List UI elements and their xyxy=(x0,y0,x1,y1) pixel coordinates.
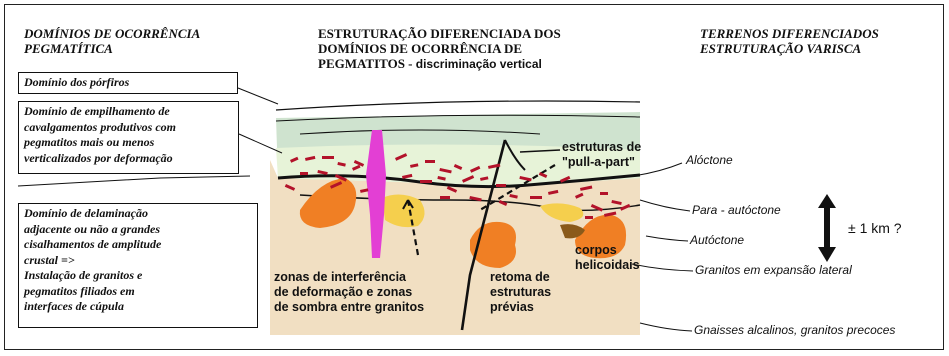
fault-branch xyxy=(504,139,526,171)
red-dash xyxy=(453,163,463,170)
red-dash xyxy=(548,189,559,195)
red-dash xyxy=(337,162,346,167)
red-dash xyxy=(611,200,622,206)
red-dash xyxy=(498,199,508,206)
red-dash xyxy=(353,160,365,167)
red-dash xyxy=(352,164,361,171)
terrain-para-autoctone: Para - autóctone xyxy=(692,203,781,217)
red-dash xyxy=(580,185,593,191)
third-line xyxy=(299,129,541,135)
orange-granite-right xyxy=(575,214,627,259)
red-dash xyxy=(305,155,316,161)
terrain-granitos: Granitos em expansão lateral xyxy=(695,263,852,277)
red-dash xyxy=(574,192,584,199)
scale-label: ± 1 km ? xyxy=(848,220,902,236)
terrain-gnaisses: Gnaisses alcalinos, granitos precoces xyxy=(694,323,896,337)
connector-porfiros xyxy=(237,87,279,105)
red-dash xyxy=(322,156,334,159)
yellow-body xyxy=(382,194,425,228)
red-dash xyxy=(330,181,343,189)
red-dash xyxy=(317,170,328,176)
lower-line xyxy=(299,194,641,212)
connector-aloctone xyxy=(632,162,683,177)
red-dash xyxy=(469,196,482,202)
red-dash xyxy=(469,165,481,173)
interference-arrowhead xyxy=(402,199,414,210)
red-dash xyxy=(439,168,452,174)
connector-granitos xyxy=(631,263,694,272)
orange-granite-left xyxy=(299,178,357,228)
red-dash xyxy=(410,163,419,168)
red-dash xyxy=(620,203,631,211)
terrain-autoctone: Autóctone xyxy=(690,233,745,247)
red-dash xyxy=(590,204,603,212)
red-dash xyxy=(530,196,542,199)
terrain-aloctone: Alóctone xyxy=(686,153,733,167)
red-dash xyxy=(461,175,475,183)
fault-line xyxy=(460,139,507,331)
red-dash xyxy=(395,153,408,161)
red-dash xyxy=(284,184,296,191)
red-dash xyxy=(420,180,432,183)
pull-apart-pointer xyxy=(519,149,561,153)
red-dash xyxy=(600,192,608,195)
red-dash xyxy=(603,211,617,217)
connector-gnaisses xyxy=(639,322,693,332)
red-dash xyxy=(585,216,593,219)
red-dash xyxy=(359,188,369,193)
red-dash xyxy=(425,160,435,163)
red-dash xyxy=(440,196,450,199)
red-dash xyxy=(300,172,308,175)
figure-frame xyxy=(4,4,944,350)
annotation-pull-apart: estruturas de"pull-a-part" xyxy=(562,140,642,169)
red-dash xyxy=(488,163,501,169)
red-dash xyxy=(290,156,299,163)
connector-autoctone xyxy=(645,235,689,242)
red-dash xyxy=(519,176,532,182)
connector-para xyxy=(639,199,691,212)
red-dash xyxy=(334,174,347,182)
red-dash xyxy=(402,173,413,179)
scale-arrow-top xyxy=(818,194,836,208)
main-thrust-line xyxy=(277,173,641,189)
base-beige-layer xyxy=(270,160,640,335)
scale-arrow-bottom xyxy=(818,247,836,262)
second-line xyxy=(275,114,641,122)
brown-patch xyxy=(560,224,585,239)
magenta-pegmatite xyxy=(366,130,386,258)
connector-empilhamento xyxy=(238,133,283,154)
red-dash xyxy=(509,193,518,199)
red-dash xyxy=(446,186,458,193)
domain-porfiros-box: Domínio dos pórfiros xyxy=(18,72,238,94)
red-pegmatite-dashes xyxy=(284,153,631,219)
top-line xyxy=(275,100,641,111)
pull-apart-dashed-line xyxy=(479,164,556,211)
red-dash xyxy=(480,176,489,181)
red-dash xyxy=(437,176,446,181)
red-dash xyxy=(560,175,571,183)
red-dash xyxy=(496,184,506,187)
connector-delaminacao xyxy=(17,175,251,187)
red-dash xyxy=(538,171,548,178)
yellow-body-2 xyxy=(540,203,584,222)
